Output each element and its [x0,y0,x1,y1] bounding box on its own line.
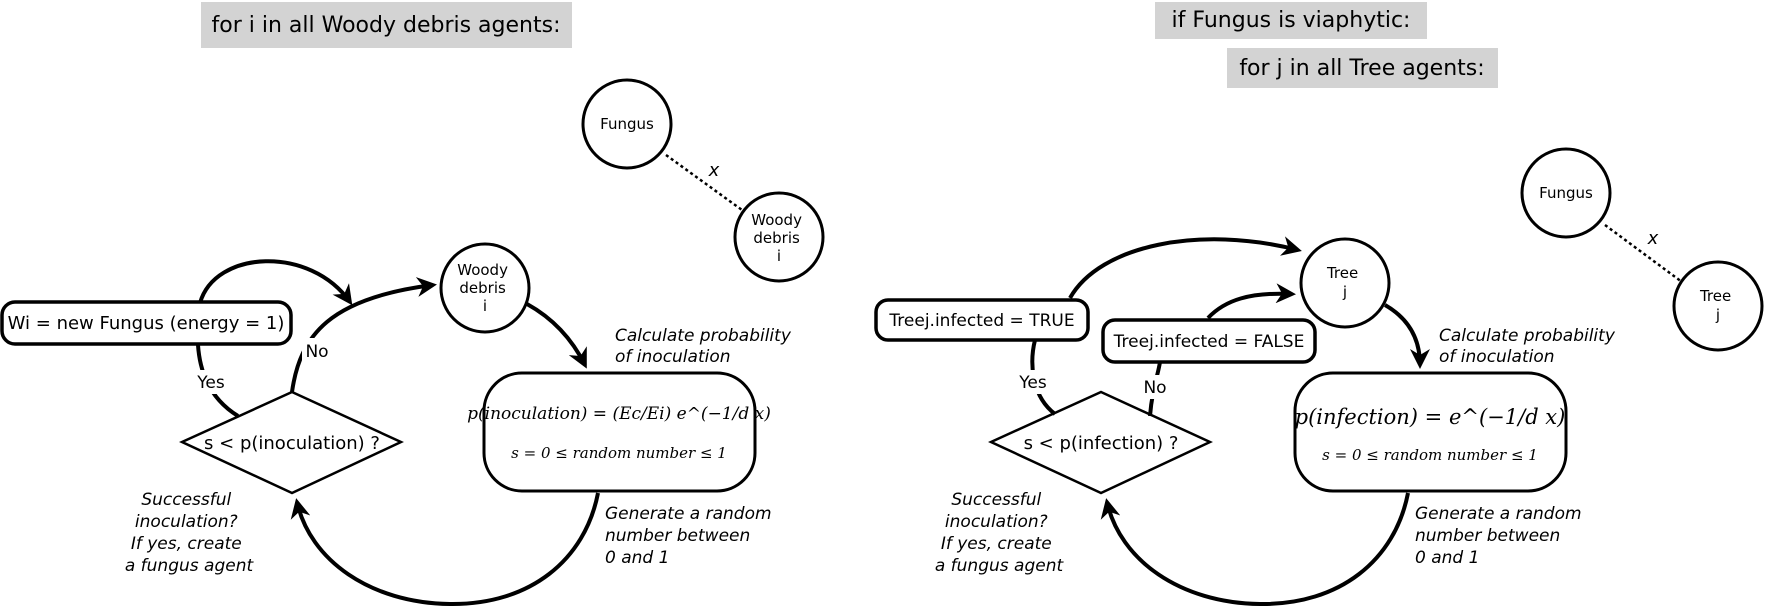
right-tree-node [1672,260,1764,352]
right-random-note-line-3: 0 and 1 [1415,548,1479,568]
right-success-line-2: inoculation? [945,512,1048,532]
left-debris-label: Woody debris i [751,211,807,265]
right-tree-line-2: j [1715,306,1720,324]
right-false-label: Treej.infected = FALSE [1113,332,1305,352]
right-tree-line-1: Tree [1699,287,1731,305]
left-formula-line-1: p(inoculation) = (Ec/Ei) e^(−1/d x) [467,404,771,424]
right-yes-label: Yes [1018,373,1047,393]
left-diagram: for i in all Woody debris agents: Fungus… [0,2,825,607]
left-yes-label-bg [192,370,230,394]
right-diagram: if Fungus is viaphytic: for j in all Tre… [874,2,1764,607]
right-true-box [874,298,1090,342]
right-header-1-box [1155,2,1427,39]
left-success-line-2: inoculation? [135,512,238,532]
right-loop-node [1299,237,1391,329]
right-decision-label: s < p(infection) ? [1024,433,1179,454]
left-arrow-no [290,277,437,393]
right-calc-note: Calculate probability of inoculation [1439,326,1620,367]
right-arrow-false-to-loop [1206,283,1296,320]
right-decision-diamond [988,390,1213,495]
right-success-note: Successful inoculation? If yes, create a… [935,490,1065,576]
left-create-box [0,300,293,346]
left-formula-box [482,371,757,493]
right-header-2-box [1227,48,1498,88]
left-create-label: Wi = new Fungus (energy = 1) [8,313,285,334]
left-debris-line-2: debris [753,229,800,247]
left-success-line-3: If yes, create [131,534,242,554]
left-distance-label: x [708,160,720,181]
left-debris-node [733,191,825,283]
right-arrow-to-decision [1100,492,1410,607]
left-success-note: Successful inoculation? If yes, create a… [125,490,255,576]
left-fungus-label: Fungus [600,115,654,133]
right-header-2: for j in all Tree agents: [1239,56,1484,81]
right-calc-note-line-1: Calculate probability [1439,326,1616,346]
right-no-label-bg [1140,375,1170,399]
left-loop-line-1: Woody [457,261,508,279]
left-random-note: Generate a random number between 0 and 1 [605,504,777,568]
right-random-note-line-2: number between [1415,526,1560,546]
right-arrow-to-formula [1383,303,1430,369]
left-success-line-1: Successful [141,490,231,510]
right-fungus-label: Fungus [1539,184,1593,202]
left-arrow-to-formula [526,302,587,369]
left-loop-line-3: i [483,297,487,315]
left-arrow-to-decision [290,492,600,607]
left-arrow-create-to-loop [198,259,353,306]
right-loop-line-2: j [1342,283,1347,301]
left-fungus-node [581,78,673,170]
right-success-line-4: a fungus agent [935,556,1065,576]
left-loop-line-2: debris [459,279,506,297]
right-false-box [1101,318,1317,364]
right-success-line-1: Successful [951,490,1041,510]
right-success-line-3: If yes, create [941,534,1052,554]
right-no-label: No [1143,378,1166,398]
right-true-label: Treej.infected = TRUE [888,311,1074,331]
right-arrow-true-to-loop [1068,236,1302,299]
right-fungus-node [1520,147,1612,239]
right-distance-label: x [1647,228,1659,249]
left-debris-line-3: i [777,247,781,265]
right-formula-line-2: s = 0 ≤ random number ≤ 1 [1322,446,1538,464]
right-random-note: Generate a random number between 0 and 1 [1415,504,1587,568]
left-debris-line-1: Woody [751,211,802,229]
left-random-note-line-3: 0 and 1 [605,548,669,568]
left-distance-line [665,153,743,212]
left-random-note-line-1: Generate a random [605,504,772,524]
right-loop-line-1: Tree [1326,264,1358,282]
right-formula-box [1293,371,1568,493]
left-success-line-4: a fungus agent [125,556,255,576]
left-no-label-bg [302,338,332,362]
left-loop-node-label: Woody debris i [457,261,513,315]
right-yes-label-bg [1015,370,1053,394]
right-distance-line [1604,223,1683,284]
left-calc-note-line-1: Calculate probability [615,326,792,346]
left-no-label: No [305,342,328,362]
right-loop-node-label: Tree j [1326,264,1363,301]
right-header-1: if Fungus is viaphytic: [1172,8,1411,33]
left-header-box [201,2,572,48]
left-random-note-line-2: number between [605,526,750,546]
left-loop-node [439,242,531,334]
right-random-note-line-1: Generate a random [1415,504,1582,524]
left-decision-label: s < p(inoculation) ? [204,433,380,454]
left-header: for i in all Woody debris agents: [212,13,561,38]
right-tree-label: Tree j [1699,287,1736,324]
right-calc-note-line-2: of inoculation [1439,347,1555,367]
right-formula-line-1: p(infection) = e^(−1/d x) [1295,405,1566,429]
left-formula-line-2: s = 0 ≤ random number ≤ 1 [511,444,727,462]
left-calc-note: Calculate probability of inoculation [615,326,796,367]
left-calc-note-line-2: of inoculation [615,347,731,367]
left-yes-label: Yes [196,373,225,393]
